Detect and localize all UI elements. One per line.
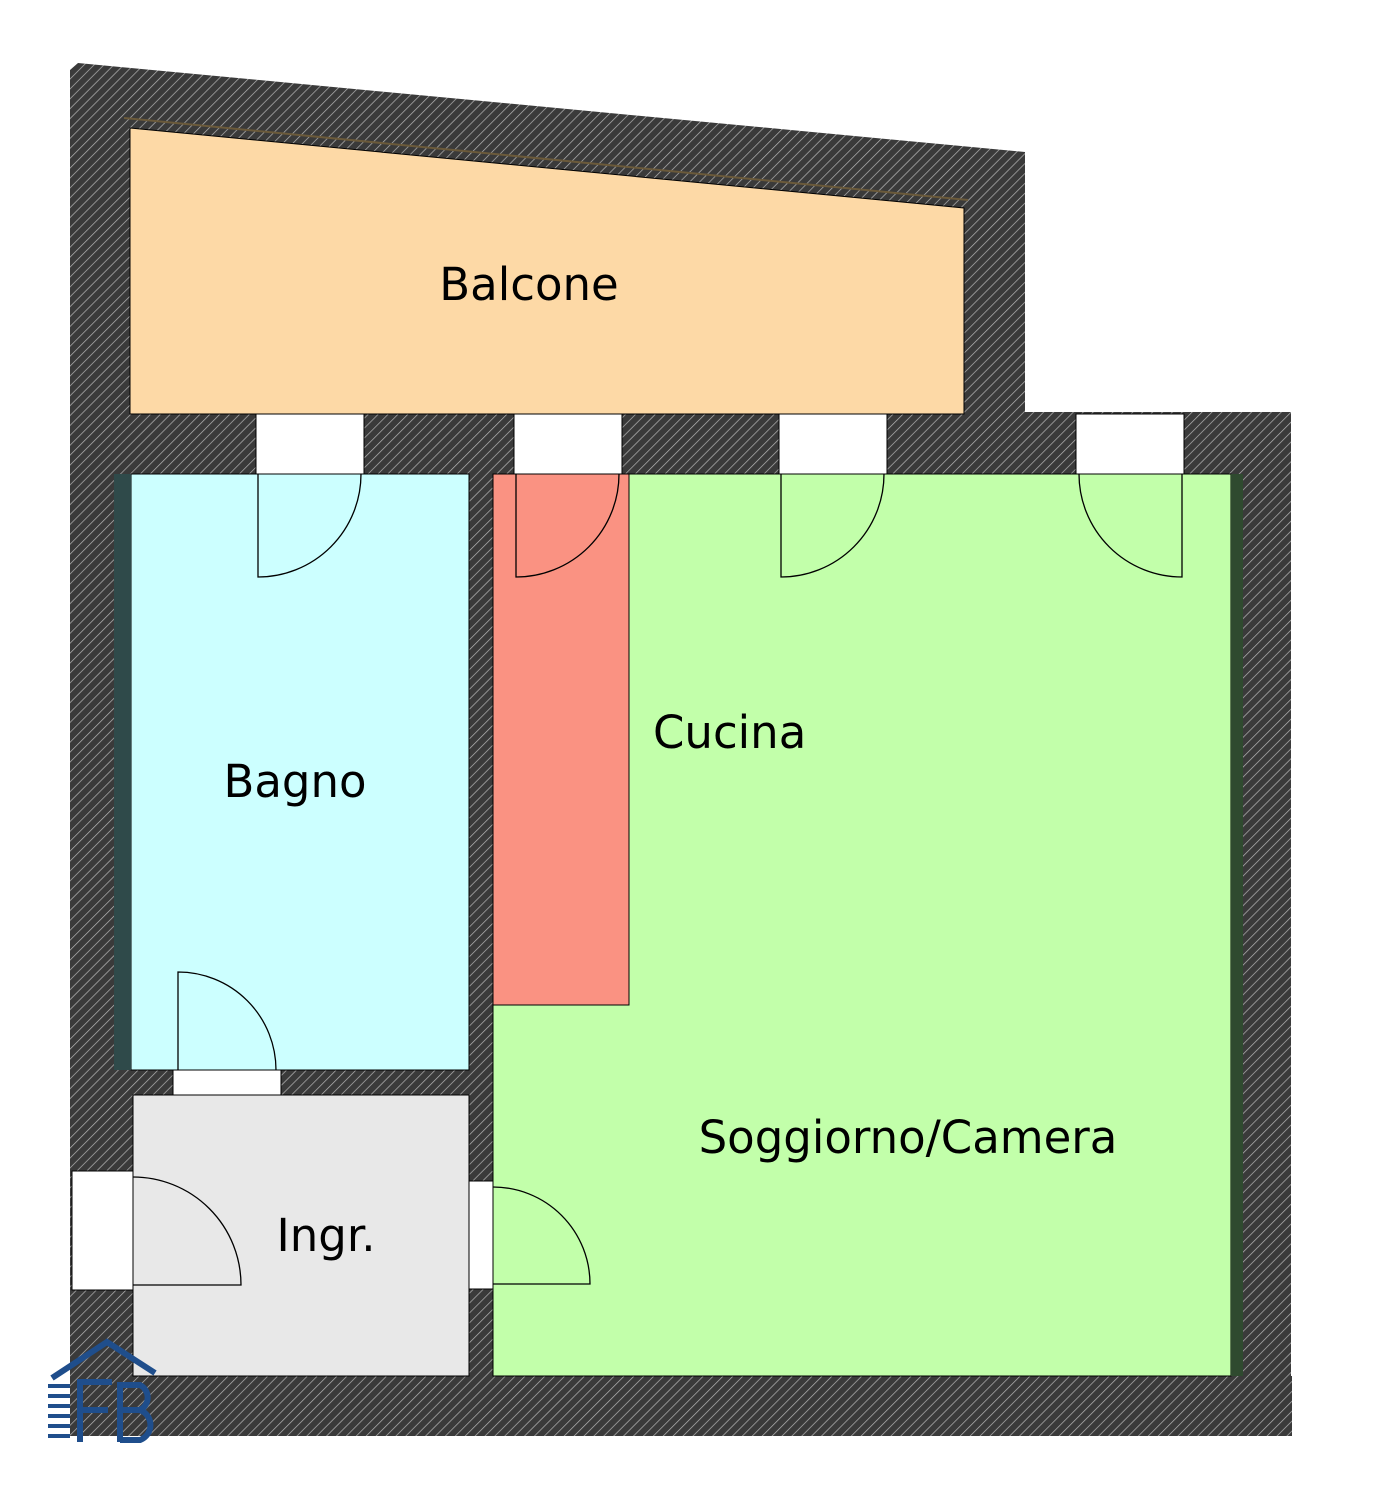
openings — [71, 413, 1185, 1291]
bagno-left-wall-strip — [114, 474, 131, 1070]
door-cucina-balcone — [515, 473, 620, 578]
opening-entrance — [71, 1170, 134, 1291]
soggiorno-right-wall-strip — [1231, 474, 1243, 1376]
balcony-railing — [123, 117, 969, 201]
rooms — [114, 117, 1243, 1377]
door-entrance — [132, 1176, 242, 1286]
label-ingresso: Ingr. — [276, 1209, 375, 1262]
room-bagno — [130, 473, 470, 1071]
opening-soggiorno-balcone — [778, 413, 888, 475]
door-bagno-ingresso — [177, 971, 277, 1071]
room-labels: Balcone Bagno Cucina Soggiorno/Camera In… — [223, 258, 1117, 1262]
door-soggiorno-balcone — [780, 473, 885, 578]
door-bagno-balcone — [257, 473, 362, 578]
room-balcone — [129, 127, 965, 415]
label-soggiorno: Soggiorno/Camera — [699, 1111, 1118, 1164]
door-ingresso-soggiorno — [492, 1186, 591, 1285]
label-bagno: Bagno — [223, 755, 366, 808]
opening-window-right — [1075, 413, 1185, 475]
label-balcone: Balcone — [439, 258, 618, 311]
opening-bagno-ingresso — [172, 1069, 282, 1096]
label-cucina: Cucina — [653, 706, 806, 759]
room-cucina — [492, 473, 630, 1006]
opening-ingresso-soggiorno — [468, 1180, 494, 1290]
room-ingresso — [132, 1094, 470, 1377]
house-logo-icon — [48, 1338, 157, 1443]
wall-bottom-extension — [70, 1376, 1292, 1436]
door-swings — [132, 473, 1183, 1286]
door-window-right — [1078, 473, 1183, 578]
opening-bagno-balcone — [255, 413, 365, 475]
opening-cucina-balcone — [513, 413, 623, 475]
